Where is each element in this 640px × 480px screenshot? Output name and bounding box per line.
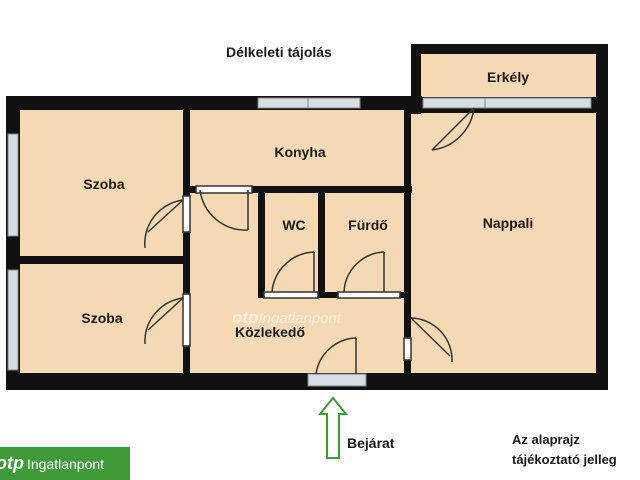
room-furdo: Fürdő xyxy=(348,217,388,233)
doors xyxy=(144,107,475,375)
entrance-label: Bejárat xyxy=(347,435,395,451)
room-szoba-bottom: Szoba xyxy=(81,310,123,326)
room-szoba-top: Szoba xyxy=(83,176,125,192)
room-erkely: Erkély xyxy=(486,69,530,85)
window-balcony xyxy=(422,97,592,109)
otp-ingatlanpont-logo: otp Ingatlanpont xyxy=(0,447,130,480)
windows xyxy=(7,97,592,387)
logo-text: Ingatlanpont xyxy=(26,455,105,472)
room-nappali: Nappali xyxy=(482,215,534,231)
window-left-top xyxy=(7,133,19,237)
disclaimer-line-2: tájékoztató jelleg xyxy=(512,452,617,467)
watermark: otpIngatlanpont xyxy=(232,308,341,328)
entrance-arrow xyxy=(317,396,349,459)
room-wc: WC xyxy=(282,217,306,233)
orientation-label: Délkeleti tájolás xyxy=(226,44,332,60)
disclaimer-line-1: Az alaprajz xyxy=(512,432,580,447)
floor-area xyxy=(12,50,608,384)
room-konyha: Konyha xyxy=(274,144,326,160)
logo-brand: otp xyxy=(0,453,24,473)
window-left-bottom xyxy=(7,269,19,371)
entrance-door-frame xyxy=(307,373,367,387)
watermark-brand: otp xyxy=(232,308,259,327)
interior-walls xyxy=(18,108,412,376)
disclaimer-note: Az alaprajz tájékoztató jelleg xyxy=(512,430,617,470)
room-kozlekedo: Közlekedő xyxy=(234,324,306,340)
watermark-text: Ingatlanpont xyxy=(258,310,342,327)
window-top-konyha xyxy=(257,97,361,109)
